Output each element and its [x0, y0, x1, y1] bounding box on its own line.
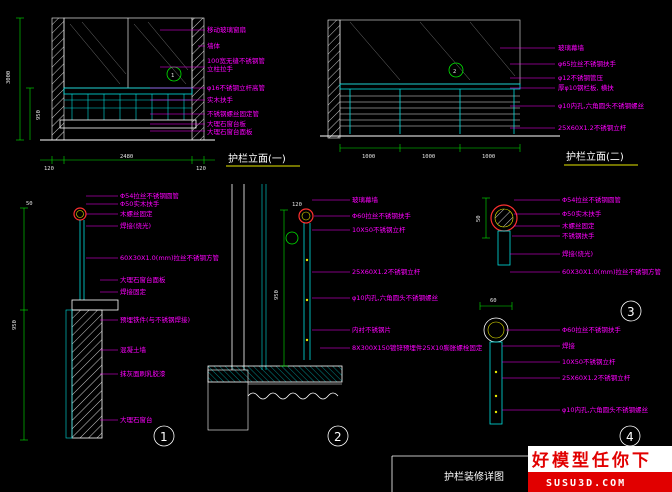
ceiling-profile [247, 392, 339, 400]
dim-ext-right: 120 [196, 166, 206, 172]
floor-slab-2 [207, 365, 343, 383]
handrail-profile-1 [73, 207, 87, 221]
elevation-2-title: 护栏立面(二) [566, 150, 624, 163]
label-sec1-3: 焊接(烧光) [120, 221, 151, 230]
label-det3-4: 焊接(烧光) [562, 249, 593, 258]
handrail-profile-2 [298, 208, 314, 224]
callout-2: 2 [453, 69, 456, 75]
label-sec2-3: 25X60X1.2不锈钢立杆 [352, 267, 421, 276]
label-det4-0: Φ60拉丝不锈钢扶手 [562, 325, 621, 334]
label-sec1-4: 60X30X1.0(mm)拉丝不锈钢方管 [120, 253, 220, 262]
dim-height-1: 3000 [6, 71, 12, 84]
handrail-elev2 [339, 83, 521, 90]
label-sec2-4: φ10内孔,六角圆头不锈钢螺丝 [352, 293, 439, 302]
concrete-wall-1 [71, 309, 103, 439]
handrail [63, 87, 193, 95]
label-elev1-3: 立柱拉手 [207, 64, 234, 73]
label-elev2-4: φ10内孔,六角圆头不锈钢螺丝 [558, 101, 645, 110]
label-elev1-1: 墙体 [207, 41, 221, 50]
label-sec2-5: 内衬不锈钢片 [352, 325, 391, 334]
label-sec2-2: 10X50不锈钢立杆 [352, 225, 406, 234]
label-elev2-5: 25X60X1.2不锈钢立杆 [558, 123, 627, 132]
label-elev1-5: 实木扶手 [207, 95, 234, 104]
wall-left [51, 17, 65, 141]
label-elev1-8: 大理石窗台面板 [207, 127, 253, 136]
label-sec2-1: Φ60拉丝不锈钢扶手 [352, 211, 411, 220]
label-elev2-1: φ65拉丝不锈钢扶手 [558, 59, 617, 68]
elevation-2: 2 1000 1000 1000 玻璃幕墙 φ65拉丝不锈钢扶手 φ12不锈钢管… [320, 19, 645, 166]
dim-elev2-w2: 1000 [422, 154, 435, 160]
section-1: 950 50 Φ54拉丝不锈钢圆管 Φ50实木扶手 木螺丝固定 焊接(烧光) 6… [12, 191, 220, 447]
label-sec1-5: 大理石窗台面板 [120, 275, 166, 284]
wall-elev2 [327, 19, 341, 139]
label-sec1-6: 焊接固定 [120, 287, 147, 296]
label-det4-1: 焊接 [562, 341, 576, 350]
label-sec1-7: 预埋铁件(与不锈钢焊接) [120, 315, 190, 324]
detail-4-number: 4 [626, 430, 634, 444]
detail-4: 60 Φ60拉丝不锈钢扶手 焊接 10X50不锈钢立杆 25X60X1.2不锈钢… [479, 298, 649, 447]
dim-det4: 60 [490, 298, 497, 304]
dim-ext-left: 120 [44, 166, 54, 172]
label-det3-0: Φ54拉丝不锈钢圆管 [562, 195, 621, 204]
label-elev2-0: 玻璃幕墙 [558, 43, 585, 52]
watermark: 好模型任你下 SUSU3D.COM [528, 446, 672, 492]
dim-elev2-w1: 1000 [362, 154, 375, 160]
dim-sec2-w: 120 [292, 202, 302, 208]
label-elev2-2: φ12不锈钢管压 [558, 73, 604, 82]
label-det3-5: 60X30X1.0(mm)拉丝不锈钢方管 [562, 267, 662, 276]
section-2-number: 2 [334, 430, 342, 444]
elevation-1-title: 护栏立面(一) [228, 152, 286, 165]
label-sec1-10: 大理石窗台 [120, 415, 153, 424]
label-elev1-0: 移动玻璃窗扇 [207, 25, 246, 34]
detail-3-number: 3 [627, 305, 635, 319]
wall-right [191, 17, 205, 141]
detail-4-post [489, 341, 503, 425]
section-1-bubble [153, 425, 175, 447]
label-elev1-6: 不锈钢螺丝固定管 [207, 109, 260, 118]
glass-curtain [339, 19, 521, 85]
dim-width: 2480 [120, 154, 133, 160]
dim-sec1-h: 950 [12, 320, 18, 330]
section-2: 950 120 玻璃幕墙 Φ60拉丝不锈钢扶手 10X50不锈钢立杆 25X60… [207, 184, 483, 447]
label-sec1-2: 木螺丝固定 [120, 209, 153, 218]
sill-section-1 [71, 299, 119, 311]
detail-3-bubble [620, 300, 642, 322]
label-det4-3: 25X60X1.2不锈钢立杆 [562, 373, 631, 382]
label-sec2-6: 8X300X150镀锌预埋件25X10膨胀螺栓固定 [352, 343, 483, 352]
label-det4-4: φ10内孔,六角圆头不锈钢螺丝 [562, 405, 649, 414]
callout-bubble-2 [448, 62, 464, 78]
label-det4-2: 10X50不锈钢立杆 [562, 357, 616, 366]
section-1-number: 1 [160, 430, 168, 444]
dim-elev2-w3: 1000 [482, 154, 495, 160]
dim-sec2-h: 950 [274, 290, 280, 300]
label-sec1-8: 混凝土墙 [120, 345, 147, 354]
dim-height-2: 950 [36, 110, 42, 120]
label-sec2-0: 玻璃幕墙 [352, 195, 379, 204]
label-elev1-4: φ16不锈钢立杆高管 [207, 83, 266, 92]
elevation-1: 1 3000 950 120 2480 120 移动玻璃窗扇 墙体 100宽无缝… [6, 17, 300, 172]
dim-sec1-top: 50 [26, 201, 33, 207]
label-elev1-7: 大理石窗台板 [207, 119, 247, 128]
watermark-line2: SUSU3D.COM [546, 478, 626, 489]
dim-det3: 50 [476, 215, 482, 222]
label-sec1-1: Φ50实木扶手 [120, 199, 160, 208]
label-sec1-9: 抹灰面刷乳胶漆 [120, 369, 166, 378]
detail-3: 50 Φ54拉丝不锈钢圆管 Φ50实木扶手 木螺丝固定 不锈钢扶手 焊接(烧光)… [476, 195, 662, 322]
section-2-bubble [327, 425, 349, 447]
label-elev1-2: 100宽无缝不锈钢管 [207, 56, 265, 65]
detail-4-tube [483, 317, 509, 343]
watermark-line1: 好模型任你下 [531, 450, 652, 471]
label-det3-3: 不锈钢扶手 [562, 231, 595, 240]
drawing-title: 护栏装修详图 [444, 470, 504, 483]
label-sec1-0: Φ54拉丝不锈钢圆管 [120, 191, 179, 200]
callout-1: 1 [171, 73, 174, 79]
label-det3-2: 木螺丝固定 [562, 221, 595, 230]
label-elev2-3: 厚φ10钢栏板, 横扶 [558, 83, 614, 92]
label-det3-1: Φ50实木扶手 [562, 209, 602, 218]
